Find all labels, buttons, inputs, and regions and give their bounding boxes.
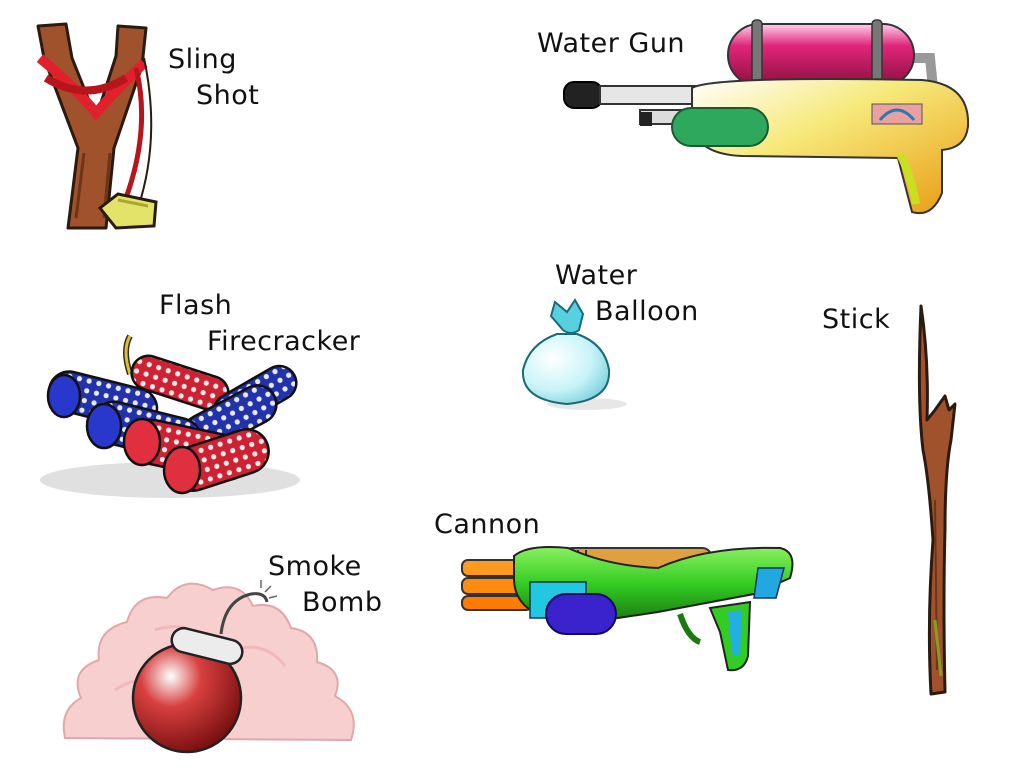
cannon-item[interactable] xyxy=(458,538,800,678)
water-balloon-icon xyxy=(521,298,627,410)
water-gun-label[interactable]: Water Gun xyxy=(537,28,686,59)
water-balloon-item[interactable] xyxy=(515,298,635,415)
smoke-bomb-label-line1[interactable]: Smoke xyxy=(268,551,362,582)
slingshot-label-line2[interactable]: Shot xyxy=(196,80,260,111)
firecracker-icon xyxy=(40,334,300,498)
water-balloon-label-line2[interactable]: Balloon xyxy=(595,296,699,327)
stick-icon xyxy=(917,304,957,696)
water-gun-icon xyxy=(563,19,970,215)
smoke-bomb-icon xyxy=(62,580,355,754)
firecracker-item[interactable] xyxy=(30,330,315,505)
slingshot-label-line1[interactable]: Sling xyxy=(168,44,237,75)
cannon-icon xyxy=(461,546,794,672)
firecracker-label-line1[interactable]: Flash xyxy=(159,290,233,321)
stick-item[interactable] xyxy=(905,300,975,700)
stick-label[interactable]: Stick xyxy=(822,304,891,335)
water-gun-item[interactable] xyxy=(562,18,974,218)
slingshot-item[interactable] xyxy=(26,18,166,233)
slingshot-icon xyxy=(36,22,158,230)
cannon-label[interactable]: Cannon xyxy=(434,509,541,540)
smoke-bomb-item[interactable] xyxy=(55,570,375,760)
firecracker-label-line2[interactable]: Firecracker xyxy=(207,326,361,357)
water-balloon-label-line1[interactable]: Water xyxy=(555,260,638,291)
smoke-bomb-label-line2[interactable]: Bomb xyxy=(302,587,383,618)
